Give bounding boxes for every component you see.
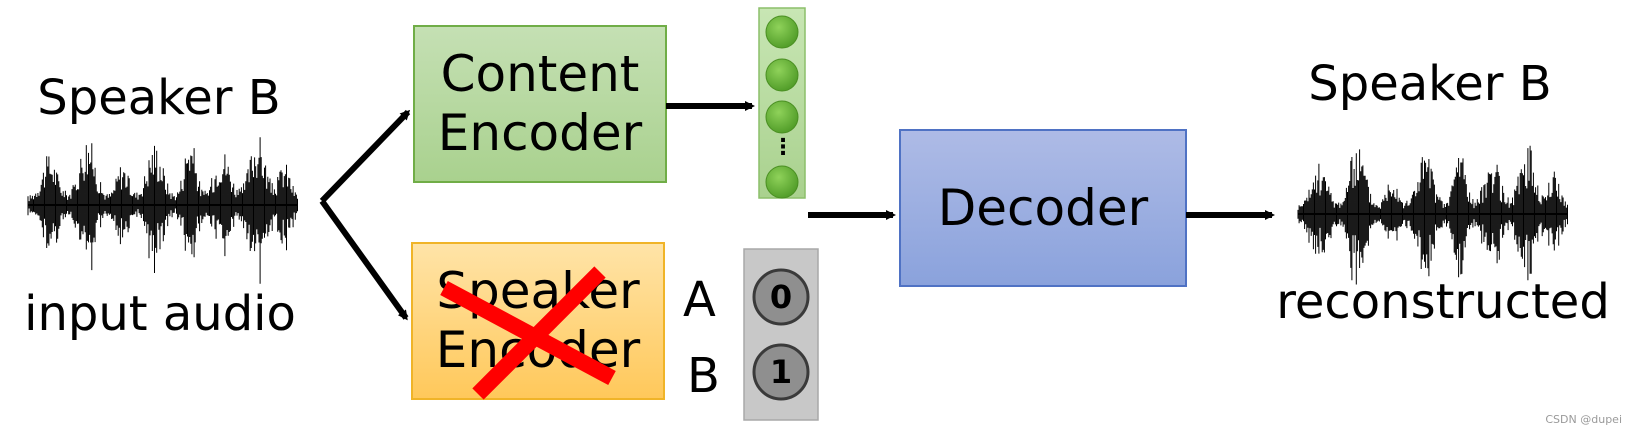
latent-node bbox=[765, 165, 799, 199]
content-encoder-label: Content Encoder bbox=[414, 26, 666, 182]
arrow-to-speaker-encoder bbox=[319, 199, 409, 321]
speaker-encoder-line2: Encoder bbox=[435, 321, 641, 379]
watermark: CSDN @dupei bbox=[1545, 413, 1622, 426]
latent-ellipsis: ⋮ bbox=[772, 135, 794, 160]
decoder-box bbox=[899, 129, 1187, 287]
waveform-trace bbox=[27, 137, 298, 284]
output-speaker-label: Speaker B bbox=[1308, 56, 1552, 112]
arrow-to-content-encoder bbox=[319, 109, 411, 204]
one-hot-value-a: 0 bbox=[769, 278, 793, 316]
latent-node bbox=[765, 100, 799, 134]
decoder-text: Decoder bbox=[937, 178, 1149, 237]
speaker-encoder-label: Speaker Encoder bbox=[412, 243, 664, 399]
waveform-trace bbox=[1297, 145, 1568, 285]
latent-node bbox=[765, 15, 799, 49]
latent-node bbox=[765, 58, 799, 92]
content-encoder-line2: Encoder bbox=[437, 104, 643, 162]
content-encoder-line1: Content bbox=[440, 45, 640, 103]
output-waveform bbox=[1297, 145, 1568, 285]
one-hot-value-b: 1 bbox=[769, 353, 793, 391]
one-hot-node-a bbox=[752, 268, 810, 326]
one-hot-letter-b: B bbox=[687, 348, 720, 404]
content-encoder-box bbox=[413, 25, 667, 183]
one-hot-letter-a: A bbox=[683, 272, 716, 328]
speaker-encoder-line1: Speaker bbox=[436, 262, 640, 320]
input-waveform bbox=[27, 137, 298, 284]
input-caption: input audio bbox=[24, 286, 296, 342]
output-caption: reconstructed bbox=[1276, 274, 1610, 330]
one-hot-node-b bbox=[752, 343, 810, 401]
input-speaker-label: Speaker B bbox=[37, 70, 281, 126]
decoder-label: Decoder bbox=[900, 130, 1186, 286]
